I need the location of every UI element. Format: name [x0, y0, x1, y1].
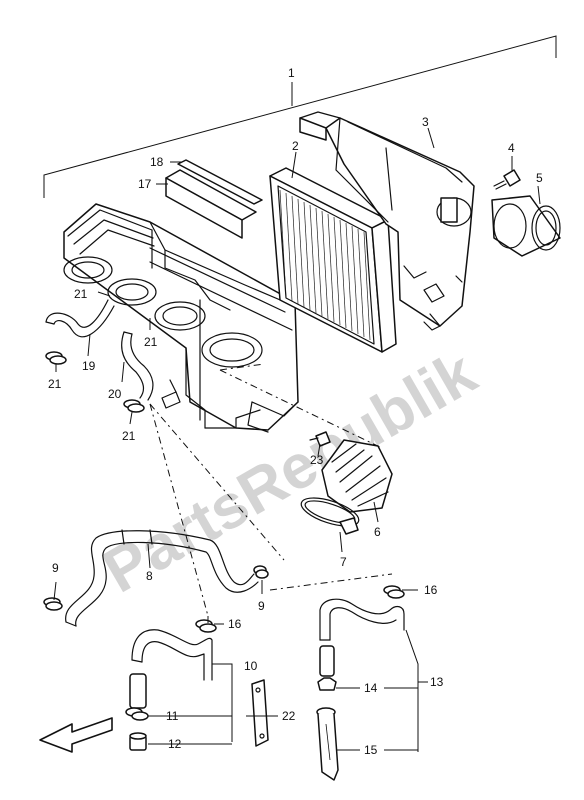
- callout-22: 22: [282, 709, 296, 723]
- cap-12: [129, 732, 147, 751]
- callout-20: 20: [108, 387, 122, 401]
- hose-8: [65, 529, 259, 627]
- assembly-lines: [149, 363, 393, 626]
- callout-8: 8: [146, 569, 153, 583]
- callout-19: 19: [82, 359, 96, 373]
- clip-9-b: [253, 565, 269, 579]
- callout-9-a: 9: [52, 561, 59, 575]
- pad-17: [165, 169, 257, 239]
- callout-16-a: 16: [228, 617, 242, 631]
- callout-13: 13: [430, 675, 444, 689]
- plug-14: [317, 677, 337, 691]
- bracket-22: [251, 679, 269, 747]
- intake-duct-5: [491, 195, 561, 257]
- callout-15: 15: [364, 743, 378, 757]
- callout-18: 18: [150, 155, 164, 169]
- air-cleaner-box: [63, 203, 299, 433]
- callout-21-d: 21: [122, 429, 136, 443]
- connecting-boot-6: [321, 439, 393, 513]
- callout-9-b: 9: [258, 599, 265, 613]
- callout-21-c: 21: [48, 377, 62, 391]
- callout-2: 2: [292, 139, 299, 153]
- hose-19: [45, 299, 115, 338]
- air-filter-element: [269, 167, 397, 353]
- hose-20: [121, 331, 154, 401]
- clip-9-a: [43, 597, 63, 611]
- callout-10: 10: [244, 659, 258, 673]
- clip-11: [125, 707, 149, 721]
- callout-6: 6: [374, 525, 381, 539]
- leader-lines: [53, 127, 541, 752]
- hose-10: [129, 629, 213, 709]
- callout-4: 4: [508, 141, 515, 155]
- filter-pleats: [279, 189, 371, 341]
- callout-21-a: 21: [74, 287, 88, 301]
- callout-12: 12: [168, 737, 182, 751]
- screw-23: [309, 431, 331, 447]
- clamp-7: [300, 497, 360, 535]
- callout-3: 3: [422, 115, 429, 129]
- front-direction-arrow: [39, 717, 113, 753]
- callout-21-b: 21: [144, 335, 158, 349]
- assembly-bracket-1: [43, 35, 557, 198]
- callout-23: 23: [310, 453, 324, 467]
- clip-21-a: [45, 351, 67, 365]
- hose-13: [319, 598, 405, 677]
- callout-labels: 1 2 3 4 5 6 7 8 9 9 10 11 12 13 14 15 16…: [48, 66, 543, 757]
- callout-14: 14: [364, 681, 378, 695]
- callout-16-b: 16: [424, 583, 438, 597]
- drain-tube-15: [316, 707, 339, 781]
- callout-1: 1: [288, 66, 295, 80]
- air-cleaner-case: [299, 111, 475, 331]
- bolt-4: [493, 169, 521, 190]
- pad-18: [177, 159, 263, 205]
- callout-5: 5: [536, 171, 543, 185]
- callout-17: 17: [138, 177, 152, 191]
- clip-21-b: [123, 399, 145, 413]
- callout-11: 11: [166, 709, 179, 723]
- clip-16-a: [195, 619, 217, 633]
- clip-16-b: [383, 585, 405, 599]
- callout-7: 7: [340, 555, 347, 569]
